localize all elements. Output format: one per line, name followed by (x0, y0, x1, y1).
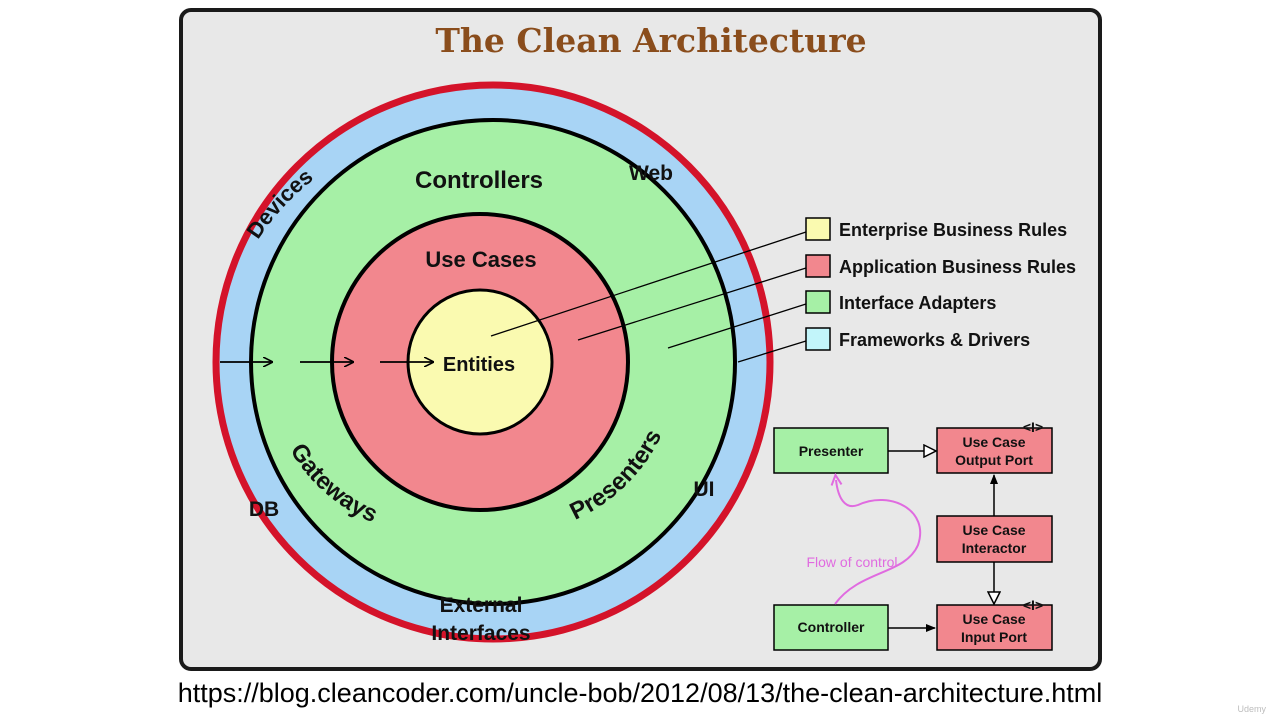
presenter-label: Presenter (799, 443, 864, 459)
presenter-box (773, 427, 889, 474)
interactor-label-line2: Interactor (962, 540, 1027, 556)
udemy-watermark: Udemy (1237, 704, 1266, 714)
flow-of-control-curve (835, 480, 922, 605)
legend-label-adapters: Interface Adapters (839, 293, 996, 313)
external-interfaces-label-line2: Interfaces (431, 622, 530, 645)
source-url: https://blog.cleancoder.com/uncle-bob/20… (177, 678, 1103, 708)
input-port-interface-marker: <I> (1023, 597, 1043, 613)
legend-swatch-adapters (805, 290, 831, 314)
input-port-label-line2: Input Port (961, 629, 1027, 645)
flow-of-control-diagram: Presenter Use Case Output Port <I> Use C… (773, 419, 1053, 651)
ui-label: UI (694, 478, 715, 501)
legend: Enterprise Business Rules Application Bu… (805, 217, 1076, 351)
interactor-label-line1: Use Case (962, 522, 1025, 538)
input-port-label-line1: Use Case (962, 611, 1025, 627)
use-cases-label: Use Cases (425, 247, 536, 272)
legend-swatch-enterprise (805, 217, 831, 241)
flow-of-control-label: Flow of control (806, 554, 897, 570)
legend-leader-line (577, 267, 807, 341)
output-port-interface-marker: <I> (1023, 419, 1043, 435)
controller-label: Controller (798, 619, 865, 635)
entities-label: Entities (443, 354, 515, 376)
legend-label-frameworks: Frameworks & Drivers (839, 330, 1030, 350)
external-interfaces-label-line1: External (440, 594, 523, 617)
interactor-box (936, 515, 1053, 563)
output-port-box (936, 427, 1053, 474)
legend-swatch-application (805, 254, 831, 278)
input-port-box (936, 604, 1053, 651)
output-port-label-line2: Output Port (955, 452, 1033, 468)
legend-leader-line (490, 231, 807, 337)
legend-label-application: Application Business Rules (839, 257, 1076, 277)
legend-leader-line (667, 303, 807, 349)
controller-box (773, 604, 889, 651)
db-label: DB (249, 498, 279, 521)
legend-swatch-frameworks (805, 327, 831, 351)
web-label: Web (629, 162, 673, 185)
output-port-label-line1: Use Case (962, 434, 1025, 450)
controllers-label: Controllers (415, 167, 543, 194)
legend-leader-line (737, 340, 807, 363)
diagram-title: The Clean Architecture (435, 21, 866, 60)
legend-label-enterprise: Enterprise Business Rules (839, 220, 1067, 240)
